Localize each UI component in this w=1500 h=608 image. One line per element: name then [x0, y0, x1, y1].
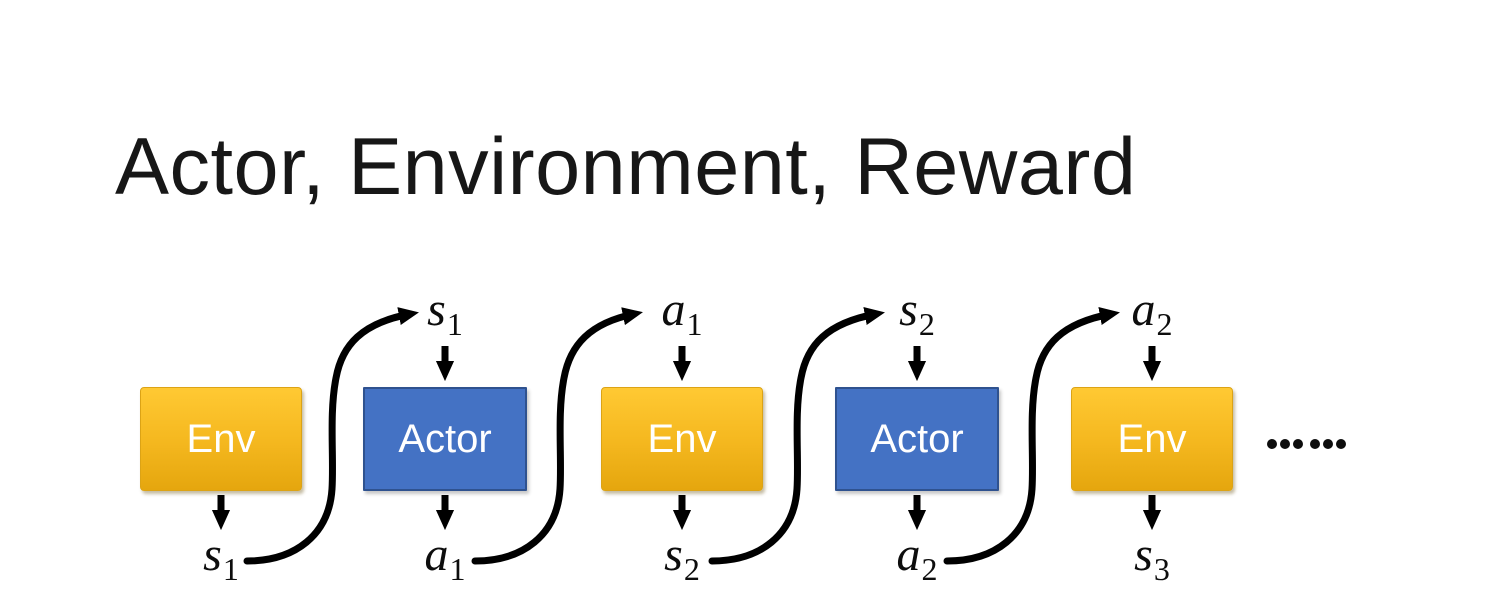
bottom-label-s3: s3 [1134, 528, 1170, 588]
top-label-s2: s2 [899, 283, 935, 343]
slide-title: Actor, Environment, Reward [115, 122, 1137, 212]
env-box-3: Env [1071, 387, 1233, 491]
env-box-1: Env [140, 387, 302, 491]
bottom-label-s1: s1 [203, 528, 239, 588]
env-box-2: Env [601, 387, 763, 491]
actor-box-2: Actor [835, 387, 999, 491]
bottom-label-s2: s2 [664, 528, 700, 588]
actor-box-1-label: Actor [398, 416, 492, 461]
top-label-a2: a2 [1131, 283, 1173, 343]
top-label-a1: a1 [661, 283, 703, 343]
env-box-2-label: Env [647, 416, 717, 461]
bottom-label-a2: a2 [896, 528, 938, 588]
env-box-1-label: Env [186, 416, 256, 461]
top-label-s1: s1 [427, 283, 463, 343]
actor-box-2-label: Actor [870, 416, 964, 461]
ellipsis-dots [1267, 439, 1346, 449]
actor-box-1: Actor [363, 387, 527, 491]
env-box-3-label: Env [1117, 416, 1187, 461]
bottom-label-a1: a1 [424, 528, 466, 588]
